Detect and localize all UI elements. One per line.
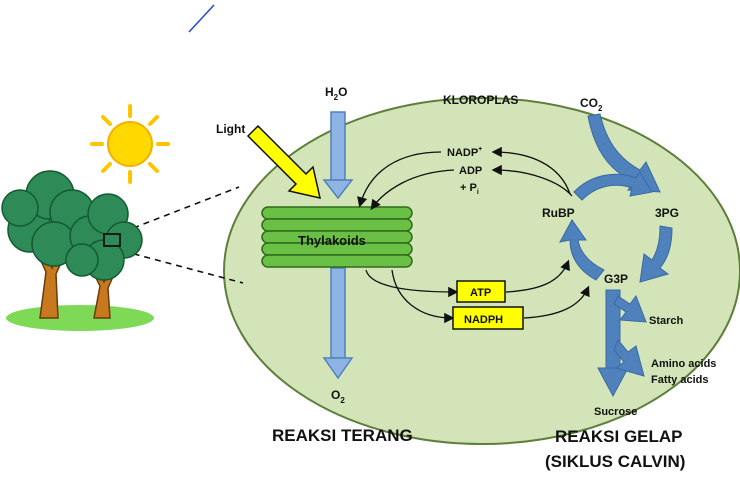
nadph-label: NADPH xyxy=(464,314,503,326)
calvin-to-nadp-arrow xyxy=(491,146,571,195)
tree-icon xyxy=(1,170,154,331)
light-label: Light xyxy=(216,122,245,136)
thylakoid-stack xyxy=(261,206,413,268)
adp-return-arrow xyxy=(370,169,455,211)
light-reaction-title: REAKSI TERANG xyxy=(272,426,413,445)
atp-to-calvin-arrow xyxy=(505,259,570,293)
rubp-label: RuBP xyxy=(542,206,575,220)
atp-label: ATP xyxy=(470,287,491,299)
stray-pen-stroke xyxy=(188,4,215,33)
o2-label: O2 xyxy=(331,388,345,405)
zoom-line-bottom xyxy=(122,250,244,284)
to-atp-arrow xyxy=(365,269,459,298)
h2o-label: H2O xyxy=(325,85,347,102)
calvin-cycle-arrows xyxy=(559,113,673,398)
pi-label: + Pi xyxy=(460,182,479,196)
adp-label: ADP xyxy=(459,165,482,177)
kloroplas-label: KLOROPLAS xyxy=(443,93,518,107)
calvin-to-adp-arrow xyxy=(491,164,573,197)
dark-reaction-title: REAKSI GELAP xyxy=(555,427,683,446)
light-arrow-icon xyxy=(246,124,321,199)
3pg-label: 3PG xyxy=(655,206,679,220)
atp-box xyxy=(456,280,506,303)
amino-acids-label: Amino acids xyxy=(651,358,716,370)
to-nadph-arrow xyxy=(391,269,455,324)
calvin-cycle-title: (SIKLUS CALVIN) xyxy=(545,452,685,471)
water-oxygen-arrow xyxy=(322,111,354,380)
sun-icon xyxy=(90,104,170,184)
thylakoids-label: Thylakoids xyxy=(298,233,366,248)
nadp-return-arrow xyxy=(357,151,442,208)
nadph-box xyxy=(452,306,524,330)
co2-label: CO2 xyxy=(580,96,603,113)
sucrose-label: Sucrose xyxy=(594,406,637,418)
fatty-acids-label: Fatty acids xyxy=(651,374,708,386)
starch-label: Starch xyxy=(649,315,684,327)
nadp-label: NADP+ xyxy=(447,146,482,159)
zoom-line-top xyxy=(122,186,240,233)
nadph-to-calvin-arrow xyxy=(523,285,590,319)
g3p-label: G3P xyxy=(604,272,628,286)
